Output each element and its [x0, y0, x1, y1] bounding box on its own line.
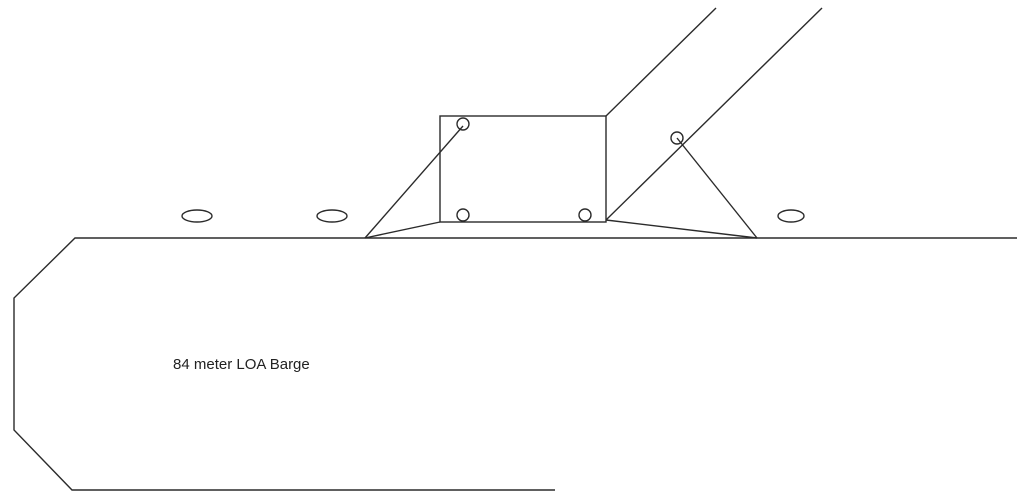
- bollard-circle: [670, 131, 684, 145]
- boom-upper-line: [605, 7, 717, 117]
- rigging-line: [676, 137, 758, 239]
- deck-marker-ellipse: [777, 209, 805, 223]
- barge-label: 84 meter LOA Barge: [173, 356, 310, 373]
- rigging-line: [364, 221, 441, 239]
- bollard-circle: [456, 117, 470, 131]
- deck-marker-ellipse: [316, 209, 348, 223]
- boom-lower-line: [605, 7, 823, 221]
- rigging-line: [364, 125, 464, 239]
- barge-hull-outline: [13, 237, 1017, 491]
- bollard-circle: [578, 208, 592, 222]
- bollard-circle: [456, 208, 470, 222]
- deckhouse: [439, 115, 607, 223]
- rigging-line: [605, 219, 758, 239]
- deck-marker-ellipse: [181, 209, 213, 223]
